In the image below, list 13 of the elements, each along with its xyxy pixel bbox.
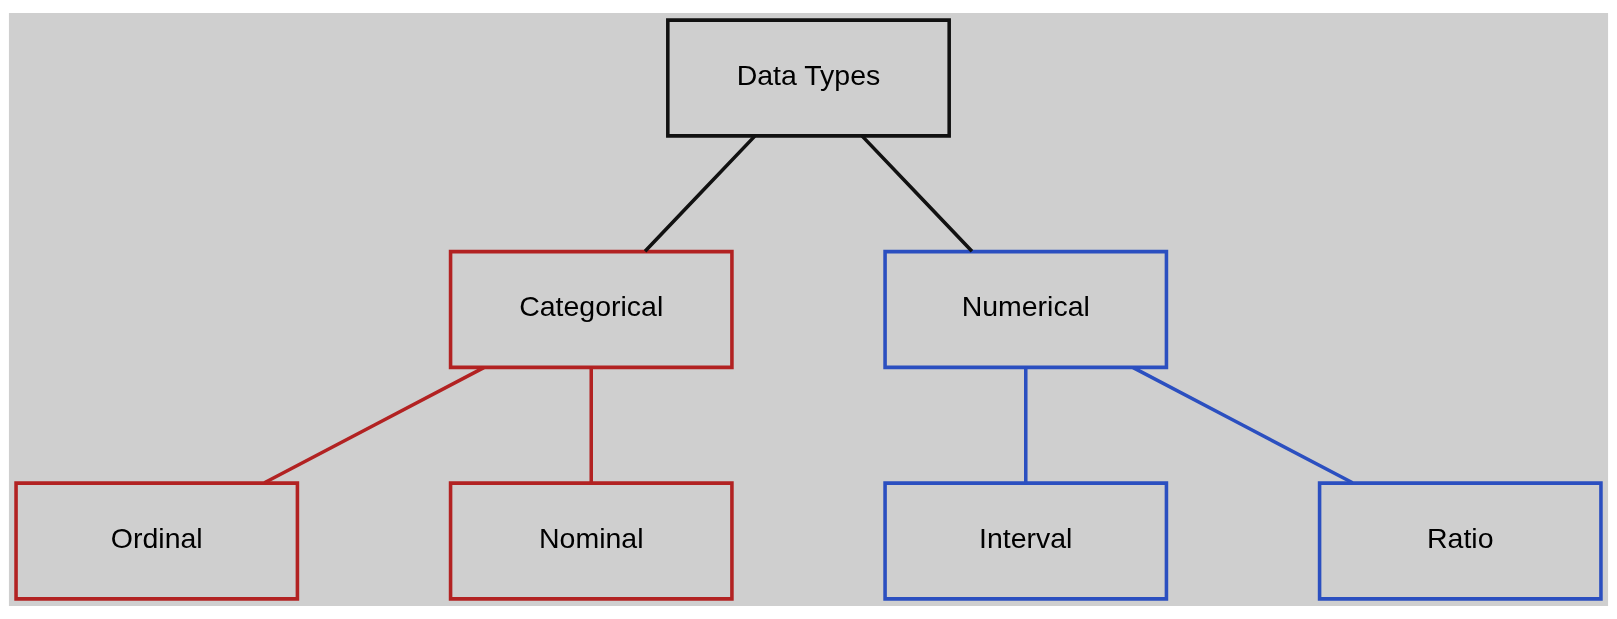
connector (860, 134, 974, 253)
node-box: Numerical (883, 249, 1169, 370)
connector (263, 366, 485, 485)
connector (1024, 367, 1028, 483)
node-box: Nominal (448, 481, 734, 601)
connector (643, 134, 757, 253)
node-box: Interval (883, 481, 1169, 601)
node-box: Ordinal (14, 481, 300, 601)
connector (589, 367, 593, 483)
connector (1132, 366, 1354, 485)
node-box: Categorical (448, 249, 734, 370)
node-box: Ratio (1317, 481, 1603, 601)
node-box: Data Types (666, 18, 951, 138)
